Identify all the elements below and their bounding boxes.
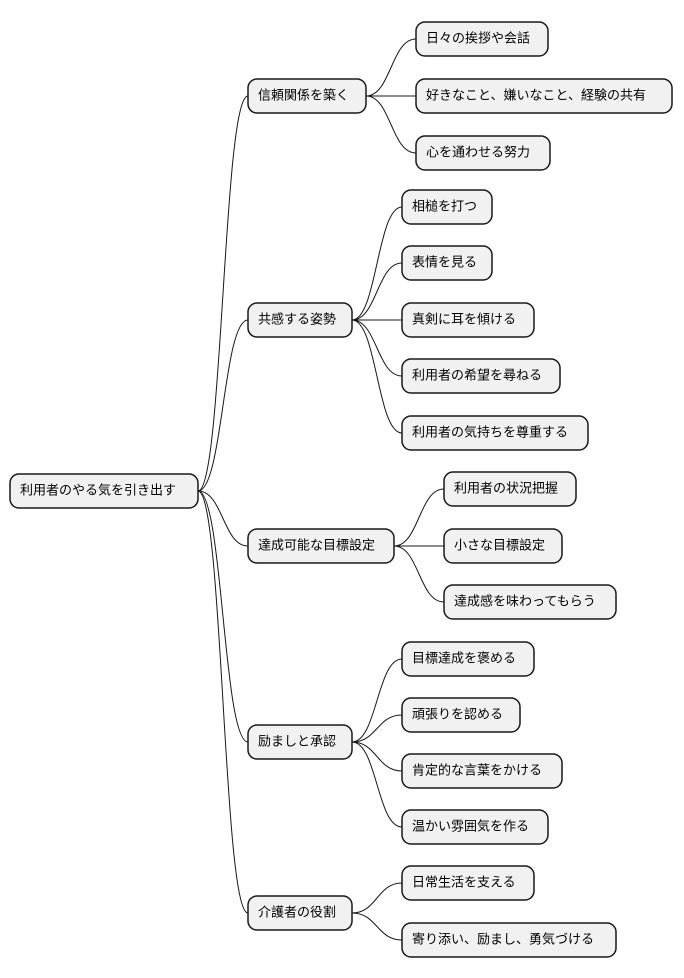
leaf-node-box xyxy=(415,135,551,171)
leaf-node-label: 好きなこと、嫌いなこと、経験の共有 xyxy=(426,89,646,104)
leaf-node-box xyxy=(443,471,577,507)
connector-line xyxy=(351,714,403,743)
branch-node-empathy: 共感する姿勢 xyxy=(247,302,353,338)
leaf-node-box xyxy=(401,922,617,958)
branch-node-label: 共感する姿勢 xyxy=(258,312,336,328)
connector-line xyxy=(351,912,403,941)
leaf-node-box xyxy=(401,358,561,394)
leaf-node: 達成感を味わってもらう xyxy=(443,584,617,620)
leaf-node-box xyxy=(401,189,493,225)
root-node: 利用者のやる気を引き出す xyxy=(9,473,199,509)
leaf-node: 利用者の状況把握 xyxy=(443,471,577,507)
leaf-node-label: 心を通わせる努力 xyxy=(426,146,530,161)
leaf-node-label: 日常生活を支える xyxy=(412,876,516,891)
leaf-node-label: 利用者の状況把握 xyxy=(454,482,558,497)
leaf-node: 利用者の気持ちを尊重する xyxy=(401,415,589,451)
connector-line xyxy=(365,38,417,97)
connector-line xyxy=(351,882,403,914)
leaf-node-box xyxy=(443,528,563,564)
leaf-node-label: 肯定的な言葉をかける xyxy=(412,763,542,779)
connector-line xyxy=(351,658,403,743)
connector-line xyxy=(197,490,249,914)
connector-line xyxy=(197,319,249,492)
leaf-node-box xyxy=(401,865,535,901)
leaf-node: 小さな目標設定 xyxy=(443,528,563,564)
leaf-node: 日々の挨拶や会話 xyxy=(415,21,549,57)
leaf-node-box xyxy=(401,753,563,789)
leaf-node: 相槌を打つ xyxy=(401,189,493,225)
leaf-node-box xyxy=(401,415,589,451)
branch-node-box xyxy=(247,724,353,760)
root-node-box xyxy=(9,473,199,509)
connector-line xyxy=(393,545,445,603)
leaf-node-label: 寄り添い、励まし、勇気づける xyxy=(412,932,594,948)
root-node-label: 利用者のやる気を引き出す xyxy=(20,483,176,499)
connector-line xyxy=(351,319,403,434)
connector-line xyxy=(197,490,249,547)
leaf-node-box xyxy=(415,21,549,57)
branch-node-box xyxy=(247,528,395,564)
leaf-node-box xyxy=(401,809,549,845)
leaf-node: 心を通わせる努力 xyxy=(415,135,551,171)
leaf-node-label: 達成感を味わってもらう xyxy=(454,594,596,610)
leaf-node-box xyxy=(443,584,617,620)
connector-line xyxy=(351,741,403,772)
leaf-node: 日常生活を支える xyxy=(401,865,535,901)
connector-lines xyxy=(197,38,445,941)
branch-node-label: 信頼関係を築く xyxy=(258,89,349,104)
leaf-node-box xyxy=(415,78,673,114)
connector-line xyxy=(197,490,249,743)
leaf-node-label: 真剣に耳を傾ける xyxy=(412,313,516,328)
leaf-node: 好きなこと、嫌いなこと、経験の共有 xyxy=(415,78,673,114)
branch-node-goal-setting: 達成可能な目標設定 xyxy=(247,528,395,564)
branch-node-box xyxy=(247,895,353,931)
leaf-node-label: 日々の挨拶や会話 xyxy=(426,31,530,47)
connector-line xyxy=(351,319,403,377)
leaf-node: 表情を見る xyxy=(401,245,493,281)
leaf-node-label: 表情を見る xyxy=(412,256,477,271)
branch-node-box xyxy=(247,302,353,338)
branch-node-label: 達成可能な目標設定 xyxy=(258,538,375,554)
connector-line xyxy=(197,95,249,492)
connector-line xyxy=(351,206,403,321)
leaf-node-label: 利用者の気持ちを尊重する xyxy=(412,425,568,441)
leaf-node: 寄り添い、励まし、勇気づける xyxy=(401,922,617,958)
leaf-node-label: 頑張りを認める xyxy=(412,707,503,723)
branch-node-label: 励ましと承認 xyxy=(258,734,336,750)
leaf-node-label: 小さな目標設定 xyxy=(454,538,545,554)
leaf-node: 肯定的な言葉をかける xyxy=(401,753,563,789)
branch-node-box xyxy=(247,78,367,114)
branch-node-encouragement: 励ましと承認 xyxy=(247,724,353,760)
leaf-node-box xyxy=(401,302,535,338)
leaf-node: 目標達成を褒める xyxy=(401,641,535,677)
leaf-node: 頑張りを認める xyxy=(401,697,521,733)
leaf-node-box xyxy=(401,641,535,677)
leaf-node-box xyxy=(401,697,521,733)
connector-line xyxy=(351,262,403,321)
leaf-node-label: 相槌を打つ xyxy=(412,199,477,215)
branch-node-label: 介護者の役割 xyxy=(258,905,336,921)
branch-node-caregiver-role: 介護者の役割 xyxy=(247,895,353,931)
connector-line xyxy=(351,741,403,828)
connector-line xyxy=(365,95,417,154)
leaf-node-label: 温かい雰囲気を作る xyxy=(412,819,529,835)
leaf-node-label: 利用者の希望を尋ねる xyxy=(412,368,542,384)
leaf-node: 真剣に耳を傾ける xyxy=(401,302,535,338)
connector-line xyxy=(393,488,445,547)
branch-node-trust: 信頼関係を築く xyxy=(247,78,367,114)
leaf-node-box xyxy=(401,245,493,281)
leaf-node-label: 目標達成を褒める xyxy=(412,652,516,667)
leaf-node: 温かい雰囲気を作る xyxy=(401,809,549,845)
leaf-node: 利用者の希望を尋ねる xyxy=(401,358,561,394)
